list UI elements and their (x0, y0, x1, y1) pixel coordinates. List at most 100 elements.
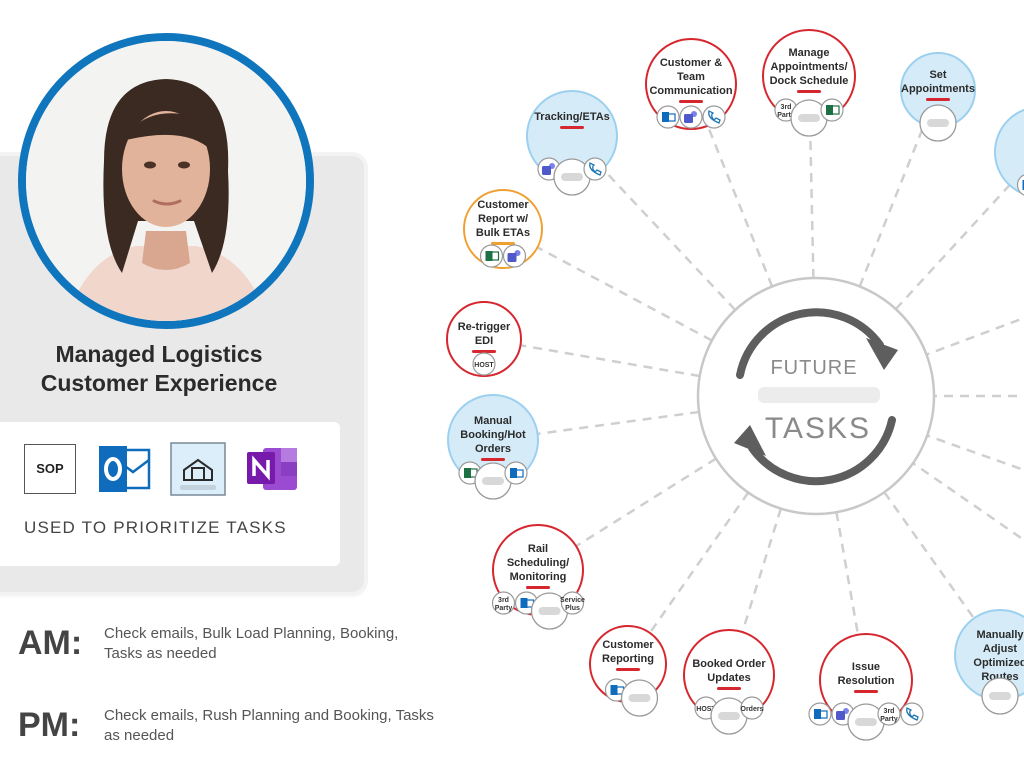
spoke-manual-booking (537, 410, 700, 436)
badge-label: Party (777, 112, 795, 119)
cycle-arrowhead-top (866, 338, 898, 370)
node-label: Customer (602, 639, 654, 651)
badge-label: Orders (741, 706, 764, 713)
blurred-system-name (855, 718, 877, 726)
node-label: Dock Schedule (770, 75, 849, 87)
outlook-icon (662, 112, 669, 122)
avatar (18, 33, 314, 329)
node-label: Booking/Hot (460, 429, 526, 441)
spoke-tracking (601, 167, 737, 311)
badge-label: Party (495, 605, 513, 612)
icon-bubble (472, 352, 496, 376)
node-label: Optimized (973, 657, 1024, 669)
spoke-retrigger-edi (520, 344, 700, 378)
blurred-system-name (989, 692, 1011, 700)
badge-label: HOST (696, 706, 716, 713)
icon-bubble (491, 591, 516, 615)
node-label: Manage (789, 47, 830, 59)
node-underline (717, 687, 741, 690)
outlook-icon (610, 685, 618, 695)
blurred-system-name (628, 694, 651, 702)
node-label: Booked Order (692, 658, 766, 670)
badge-label: Service (560, 597, 585, 604)
node-underline (491, 242, 515, 245)
node-underline (854, 690, 878, 693)
hub: FUTURE TASKS (696, 276, 936, 516)
node-label: Scheduling/ (507, 557, 569, 569)
node-label: Issue (852, 661, 880, 673)
icon-bubble (560, 591, 585, 615)
icon-bubble (583, 157, 607, 181)
spoke-manage-appointments (808, 121, 815, 279)
node-label: Reporting (602, 653, 654, 665)
node-label: Appointments/ (771, 61, 848, 73)
outlook-icon (1022, 180, 1024, 190)
task-node-planning[interactable]: Pla (994, 107, 1024, 211)
node-underline (797, 90, 821, 93)
am-label: AM: (18, 624, 83, 662)
badge-label: Party (880, 716, 898, 723)
blurred-system-name (561, 173, 583, 181)
node-label: Manual (474, 415, 512, 427)
outlook-icon (510, 468, 517, 478)
node-label: Updates (707, 672, 750, 684)
cycle-arrowhead-bottom (734, 425, 766, 456)
persona-title-line2: Customer Experience (40, 370, 278, 396)
node-label: Rail (528, 543, 548, 555)
node-label: Report w/ (478, 213, 528, 225)
node-label: Team (677, 71, 705, 83)
warehouse-app-icon (170, 442, 226, 496)
node-label: Adjust (983, 643, 1018, 655)
node-underline (926, 98, 950, 101)
outlook-icon (520, 598, 528, 608)
badge-label: HOST (474, 362, 494, 369)
node-label: EDI (475, 335, 493, 347)
node-label: Monitoring (510, 571, 567, 583)
hub-bottom-label: TASKS (765, 412, 871, 445)
node-circle (994, 108, 1024, 196)
node-label: Resolution (838, 675, 895, 687)
sop-badge: SOP (24, 444, 76, 494)
node-underline (679, 100, 703, 103)
badge-label: Plus (565, 605, 580, 612)
tools-caption: USED TO PRIORITIZE TASKS (24, 518, 287, 537)
phone-icon (906, 707, 919, 721)
task-node-tracking[interactable]: Tracking/ETAs (526, 90, 618, 196)
spoke-issue-resolution (835, 511, 860, 635)
icon-bubble (702, 105, 726, 129)
node-underline (481, 458, 505, 461)
node-underline (526, 586, 550, 589)
outlook-icon (814, 709, 821, 719)
badge-label: 3rd (498, 597, 509, 604)
cycle-arrow-bottom (748, 416, 896, 486)
badge-label: 3rd (884, 708, 895, 715)
am-text: Check emails, Bulk Load Planning, Bookin… (104, 625, 399, 662)
badge-label: 3rd (781, 104, 792, 111)
spoke-customer-reporting (648, 491, 750, 634)
excel-icon (464, 468, 471, 478)
spoke-manually-adjust (883, 491, 975, 620)
persona-title-line1: Managed Logistics (55, 341, 263, 367)
node-label: Manually (976, 629, 1024, 641)
spoke-customer-report (536, 246, 713, 342)
node-label: Appointments (901, 83, 975, 95)
onenote-icon (247, 448, 297, 490)
node-label: Re-trigger (458, 321, 511, 333)
spoke-rail (575, 457, 717, 548)
node-label: Bulk ETAs (476, 227, 530, 239)
blurred-system-logo (758, 387, 880, 403)
node-label: Customer & (660, 57, 722, 69)
